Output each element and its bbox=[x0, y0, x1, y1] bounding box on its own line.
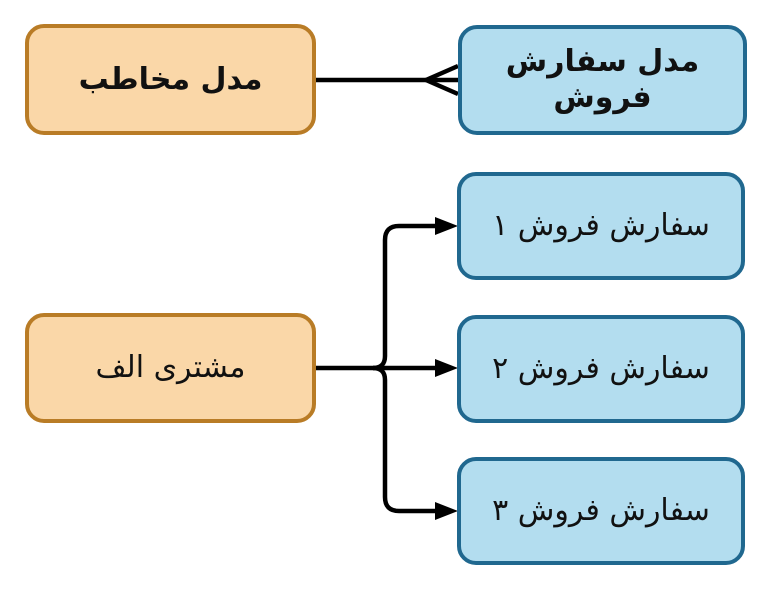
node-sales-order-3-label: سفارش فروش ۳ bbox=[492, 493, 710, 528]
node-sales-order-model-label: مدل سفارش فروش bbox=[505, 44, 700, 115]
node-sales-order-2-label: سفارش فروش ۲ bbox=[492, 351, 710, 386]
node-sales-order-1: سفارش فروش ۱ bbox=[457, 172, 745, 280]
node-sales-order-3: سفارش فروش ۳ bbox=[457, 457, 745, 565]
crows-foot-connector bbox=[316, 63, 459, 97]
fork-connector bbox=[316, 217, 458, 520]
node-sales-order-1-label: سفارش فروش ۱ bbox=[492, 208, 710, 243]
node-sales-order-model: مدل سفارش فروش bbox=[458, 25, 747, 135]
arrowhead-order-1 bbox=[435, 217, 458, 235]
arrowhead-order-3 bbox=[435, 502, 458, 520]
node-contact-model: مدل مخاطب bbox=[25, 24, 316, 135]
arrowhead-order-2 bbox=[435, 359, 458, 377]
node-customer-a-label: مشتری الف bbox=[95, 350, 246, 385]
node-customer-a: مشتری الف bbox=[25, 313, 316, 423]
node-contact-model-label: مدل مخاطب bbox=[78, 61, 263, 97]
node-sales-order-2: سفارش فروش ۲ bbox=[457, 315, 745, 423]
